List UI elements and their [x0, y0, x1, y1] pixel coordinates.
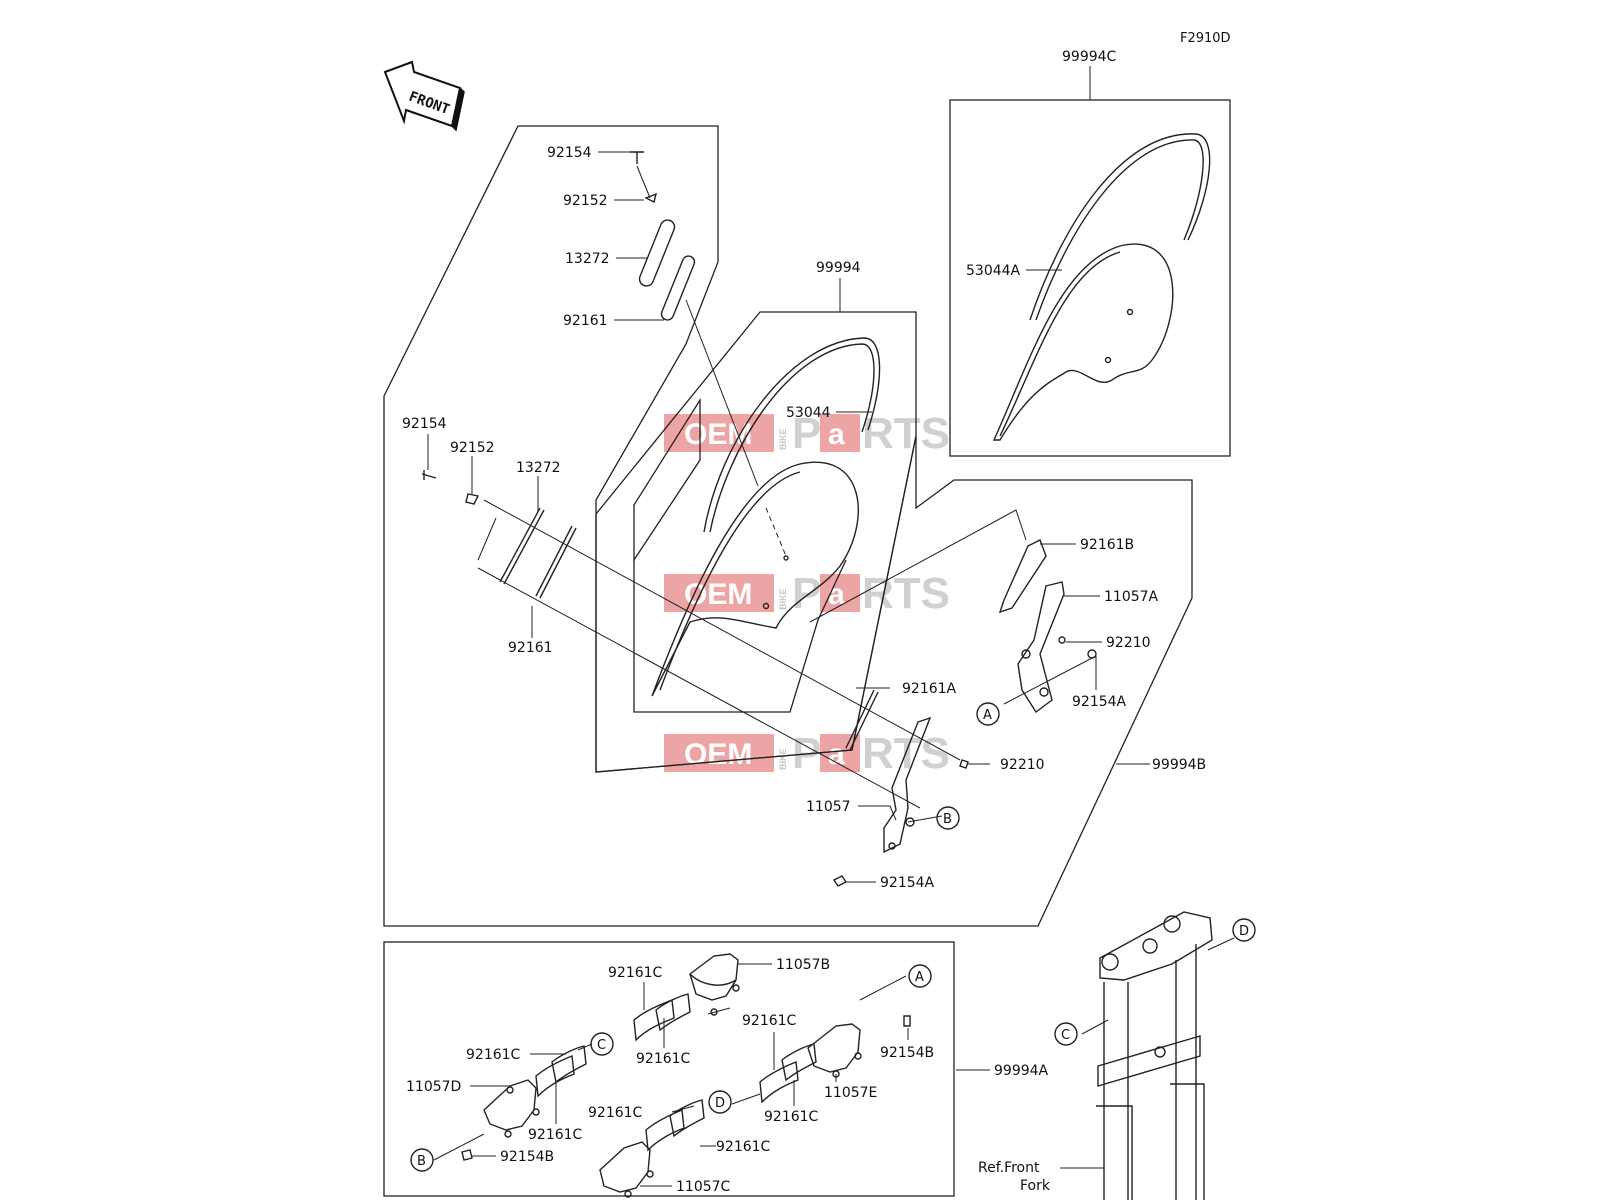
label-92161C-1: 92161C: [608, 965, 663, 981]
label-92154B-b: 92154B: [500, 1149, 554, 1165]
svg-text:C: C: [1061, 1028, 1070, 1043]
label-53044: 53044: [786, 405, 831, 421]
label-92210-a: 92210: [1106, 635, 1151, 651]
kit-99994-inner-frame-2: [633, 397, 701, 563]
svg-text:B: B: [417, 1154, 426, 1169]
svg-text:RTS: RTS: [862, 569, 950, 618]
reference-label-line1: Ref.Front: [978, 1160, 1040, 1176]
svg-text:a: a: [828, 738, 845, 771]
label-92161C-6: 92161C: [764, 1109, 819, 1125]
svg-text:BIKE: BIKE: [778, 748, 788, 770]
label-92161C-7: 92161C: [588, 1105, 643, 1121]
label-92161C-8: 92161C: [716, 1139, 771, 1155]
svg-text:BIKE: BIKE: [778, 588, 788, 610]
reference-label-line2: Fork: [1020, 1178, 1051, 1194]
svg-text:BIKE: BIKE: [778, 428, 788, 450]
label-99994B: 99994B: [1152, 757, 1206, 773]
svg-text:A: A: [915, 970, 924, 985]
leader-lines: [427, 66, 1150, 1187]
circle-ref-C-fork: C: [1054, 1022, 1078, 1046]
svg-text:B: B: [943, 812, 952, 827]
svg-text:P: P: [792, 569, 821, 618]
label-92161B: 92161B: [1080, 537, 1134, 553]
label-13272-left: 13272: [516, 460, 561, 476]
label-92161C-2: 92161C: [636, 1051, 691, 1067]
circle-ref-D-fork: D: [1232, 918, 1256, 942]
kit-99994B-frame: [383, 125, 1193, 927]
label-92154-top: 92154: [547, 145, 592, 161]
circle-ref-A-lower: A: [908, 964, 932, 988]
label-92161A: 92161A: [902, 681, 957, 697]
label-99994A: 99994A: [994, 1063, 1049, 1079]
kit-99994A-parts: [461, 953, 911, 1198]
kit-99994-inner-frame-3: [633, 559, 847, 713]
svg-text:a: a: [828, 418, 845, 451]
svg-text:OEM: OEM: [684, 738, 752, 771]
svg-text:A: A: [983, 708, 992, 723]
circle-ref-B-upper: B: [936, 806, 960, 830]
label-99994C: 99994C: [1062, 49, 1117, 65]
svg-text:D: D: [1239, 924, 1249, 939]
svg-text:C: C: [597, 1038, 606, 1053]
label-92154-left: 92154: [402, 416, 447, 432]
circle-ref-A-upper: A: [976, 702, 1000, 726]
watermark: OEM BIKE P a RTS OEM BIKE P a RTS OEM BI…: [664, 409, 950, 778]
bracket-11057A: [809, 509, 1097, 714]
kit-99994A-frame: [383, 941, 955, 1197]
label-11057C: 11057C: [676, 1179, 731, 1195]
label-11057D: 11057D: [406, 1079, 461, 1095]
label-92161-top: 92161: [563, 313, 608, 329]
circle-ref-D-lower: D: [708, 1090, 732, 1114]
label-11057B: 11057B: [776, 957, 830, 973]
front-fork-reference: [1060, 911, 1235, 1200]
circle-ref-B-lower: B: [410, 1148, 434, 1172]
label-11057A: 11057A: [1104, 589, 1159, 605]
label-92210-b: 92210: [1000, 757, 1045, 773]
label-92154A-a: 92154A: [1072, 694, 1127, 710]
svg-text:a: a: [828, 578, 845, 611]
label-92161C-5: 92161C: [528, 1127, 583, 1143]
figure-code: F2910D: [1180, 31, 1231, 46]
label-92152-left: 92152: [450, 440, 495, 456]
label-92161-left: 92161: [508, 640, 553, 656]
circle-ref-C-lower-left: C: [590, 1032, 614, 1056]
label-11057: 11057: [806, 799, 851, 815]
label-13272-top: 13272: [565, 251, 610, 267]
label-53044A: 53044A: [966, 263, 1021, 279]
svg-text:P: P: [792, 409, 821, 458]
part-labels: 92154 92152 13272 92161 99994 53044 9999…: [402, 49, 1206, 1195]
windshield-53044: [651, 337, 881, 697]
label-92161C-4: 92161C: [466, 1047, 521, 1063]
label-92152-top: 92152: [563, 193, 608, 209]
svg-text:RTS: RTS: [862, 409, 950, 458]
label-11057E: 11057E: [824, 1085, 877, 1101]
label-92161C-3: 92161C: [742, 1013, 797, 1029]
svg-text:D: D: [715, 1096, 725, 1111]
front-arrow-icon: FRONT: [383, 60, 465, 132]
label-99994: 99994: [816, 260, 861, 276]
hardware-cluster-left: [421, 470, 961, 809]
label-92154A-b: 92154A: [880, 875, 935, 891]
label-92154B-a: 92154B: [880, 1045, 934, 1061]
hardware-cluster-top: [630, 151, 787, 557]
windshield-53044A: [992, 133, 1211, 441]
bracket-11057: [832, 689, 969, 887]
